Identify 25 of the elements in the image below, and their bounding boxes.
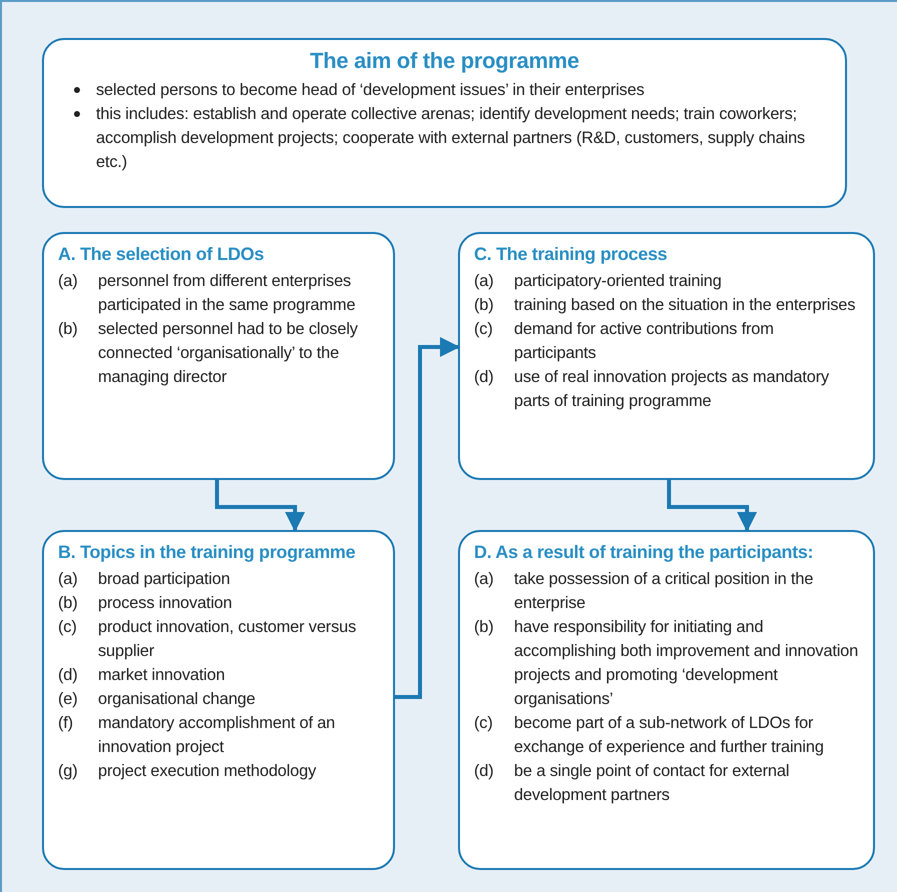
list-item: (d) use of real innovation projects as mandatory parts of training programme: [474, 367, 830, 412]
text-box: [458, 530, 875, 870]
bullet-item: this includes: establish and operate collective arenas; identify development needs; train coworkers; accomplish development projects; cooperate with external partners (R&D, customers, supply chains etc.): [96, 104, 806, 173]
box-heading: The aim of the programme: [308, 48, 580, 74]
list-item: (d) be a single point of contact for external development partners: [474, 761, 790, 806]
text-box: [42, 38, 847, 208]
arrow: [215, 480, 305, 532]
list-item: (b) process innovation: [58, 593, 233, 614]
box-heading: A. The selection of LDOs: [58, 244, 265, 265]
text-box: [458, 232, 875, 480]
bullet-item: selected persons to become head of ‘development issues’ in their enterprises: [96, 80, 646, 101]
arrow: [395, 337, 460, 699]
list-item: (b) training based on the situation in the enterprises: [474, 295, 856, 316]
list-item: (a) broad participation: [58, 569, 231, 590]
list-item: (g) project execution methodology: [58, 761, 318, 782]
box-heading: D. As a result of training the participants:: [474, 542, 814, 563]
list-item: (d) market innovation: [58, 665, 226, 686]
arrow: [667, 480, 757, 532]
list-item: (a) participatory-oriented training: [474, 271, 722, 292]
list-item: (e) organisational change: [58, 689, 256, 710]
list-item: (b) selected personnel had to be closely connected ‘organisationally’ to the managing director: [58, 319, 359, 388]
text-box: [42, 232, 395, 480]
box-heading: C. The training process: [474, 244, 668, 265]
box-heading: B. Topics in the training programme: [58, 542, 356, 563]
text-box: [42, 530, 395, 870]
